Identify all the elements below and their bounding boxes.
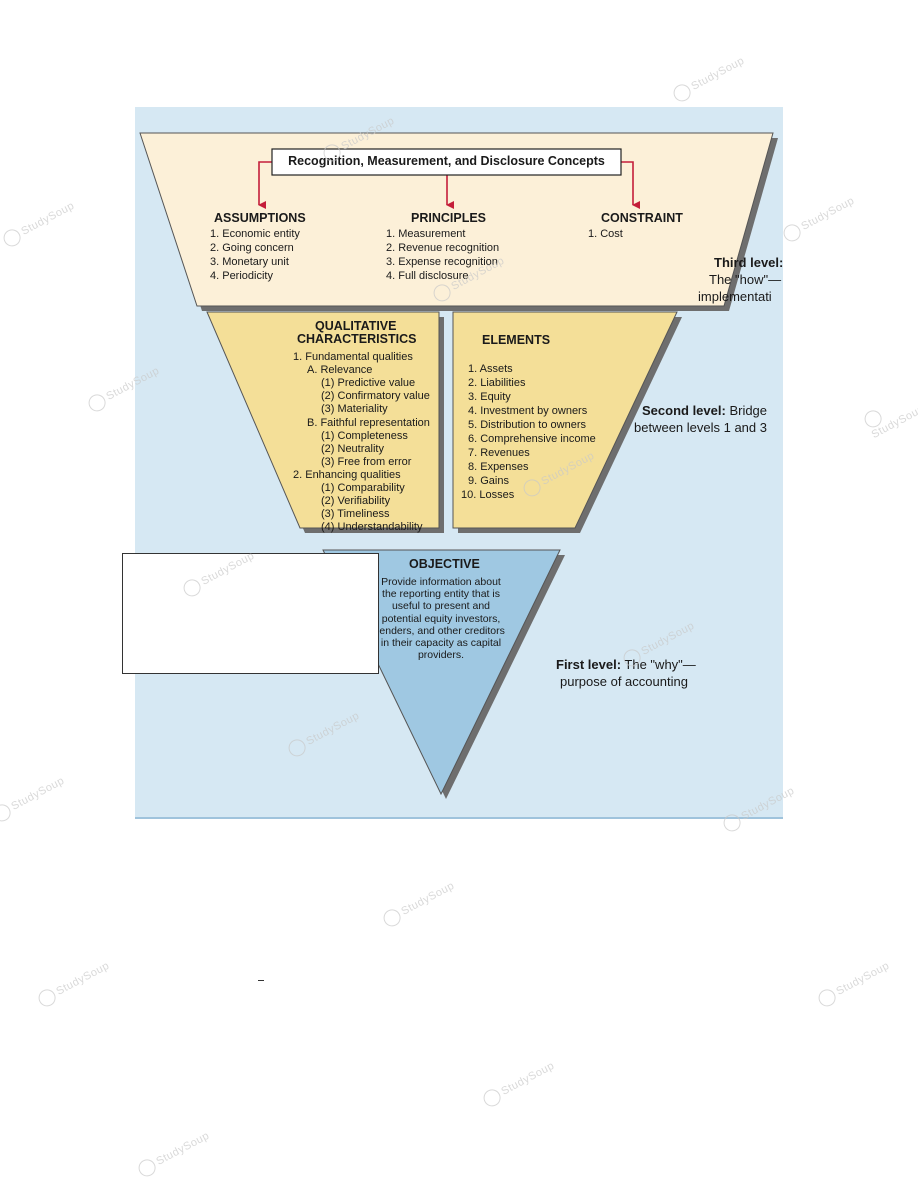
elements-item: 2. Liabilities — [468, 377, 526, 389]
assumption-item: 1. Economic entity — [210, 228, 300, 240]
qualitative-item: (3) Free from error — [321, 456, 412, 468]
objective-heading: OBJECTIVE — [409, 557, 480, 571]
watermark: StudySoup — [380, 878, 458, 930]
objective-tier-shape — [322, 549, 561, 796]
second-level-line2: between levels 1 and 3 — [634, 420, 767, 435]
elements-item: 5. Distribution to owners — [468, 419, 586, 431]
elements-tier-shape — [452, 311, 678, 529]
top-box-border — [271, 148, 622, 176]
qualitative-item: (4) Understandability — [321, 521, 423, 533]
elements-item: 6. Comprehensive income — [468, 433, 596, 445]
qualitative-item: A. Relevance — [307, 364, 373, 376]
watermark-logo-icon — [135, 1156, 159, 1180]
assumption-item: 2. Going concern — [210, 242, 294, 254]
qualitative-item: (2) Verifiability — [321, 495, 391, 507]
elements-item: 10. Losses — [461, 489, 515, 501]
qualitative-item: (2) Confirmatory value — [321, 390, 430, 402]
concepts-box-title: Recognition, Measurement, and Disclosure… — [288, 154, 605, 168]
watermark: StudySoup — [135, 1128, 213, 1180]
principle-item: 1. Measurement — [386, 228, 466, 240]
qualitative-item: B. Faithful representation — [307, 417, 430, 429]
figure-bottom-border — [135, 817, 783, 819]
principle-item: 2. Revenue recognition — [386, 242, 500, 254]
watermark: StudySoup — [35, 958, 113, 1010]
arrow-right — [621, 161, 640, 209]
figure-panel: Recognition, Measurement, and Disclosure… — [135, 107, 783, 818]
qualitative-item: (1) Completeness — [321, 430, 408, 442]
stray-dash-mark — [258, 980, 264, 981]
watermark-logo-icon — [380, 906, 404, 930]
principle-item: 3. Expense recognition — [386, 256, 498, 268]
pyramid-shapes — [139, 132, 778, 799]
watermark-logo-icon — [35, 986, 59, 1010]
elements-item: 9. Gains — [468, 475, 509, 487]
elements-item: 8. Expenses — [468, 461, 529, 473]
third-level-line1: The "how"— — [709, 272, 782, 287]
qualitative-heading-line1: QUALITATIVE — [315, 319, 397, 333]
watermark: StudySoup — [815, 958, 893, 1010]
principles-heading: PRINCIPLES — [411, 211, 487, 225]
elements-item: 3. Equity — [468, 391, 511, 403]
third-level-line2: implementati — [698, 289, 772, 304]
constraint-heading: CONSTRAINT — [601, 211, 683, 225]
watermark: StudySoup — [780, 193, 858, 245]
third-level-label: Third level: — [714, 255, 783, 270]
qualitative-item: (1) Comparability — [321, 482, 405, 494]
first-level-line2: purpose of accounting — [560, 674, 688, 689]
qualitative-heading-line2: CHARACTERISTICS — [297, 332, 417, 346]
elements-item: 7. Revenues — [468, 447, 530, 459]
watermark-logo-icon — [0, 226, 24, 250]
watermark: StudySoup — [0, 773, 68, 825]
qualitative-item: (3) Timeliness — [321, 508, 390, 520]
constraint-item: 1. Cost — [588, 228, 623, 240]
assumptions-heading: ASSUMPTIONS — [214, 211, 306, 225]
qualitative-tier-shape — [206, 311, 440, 529]
objective-text: Provide information about the reporting … — [377, 576, 505, 662]
watermark-logo-icon — [780, 221, 804, 245]
watermark-logo-icon — [861, 407, 885, 431]
watermark-logo-icon — [670, 81, 694, 105]
watermark-logo-icon — [815, 986, 839, 1010]
qualitative-item: (3) Materiality — [321, 403, 388, 415]
blank-overlay-box — [122, 553, 379, 674]
top-tier-shape — [139, 132, 774, 307]
assumption-item: 4. Periodicity — [210, 270, 273, 282]
elements-item: 4. Investment by owners — [468, 405, 588, 417]
watermark: StudySoup — [861, 388, 918, 441]
first-level-line1: First level: The "why"— — [556, 657, 696, 672]
watermark: StudySoup — [670, 53, 748, 105]
arrow-left — [258, 161, 272, 209]
qualitative-item: (1) Predictive value — [321, 377, 416, 389]
qualitative-item: 2. Enhancing qualities — [293, 469, 401, 481]
elements-item: 1. Assets — [468, 363, 513, 375]
watermark-logo-icon — [85, 391, 109, 415]
qualitative-item: 1. Fundamental qualities — [293, 351, 413, 363]
qualitative-item: (2) Neutrality — [321, 443, 384, 455]
assumption-item: 3. Monetary unit — [210, 256, 289, 268]
principle-item: 4. Full disclosure — [386, 270, 469, 282]
watermark-logo-icon — [480, 1086, 504, 1110]
watermark: StudySoup — [480, 1058, 558, 1110]
second-level-line1: Second level: Bridge — [642, 403, 768, 418]
elements-heading: ELEMENTS — [482, 333, 551, 347]
watermark-logo-icon — [0, 801, 14, 825]
watermark: StudySoup — [0, 198, 78, 250]
